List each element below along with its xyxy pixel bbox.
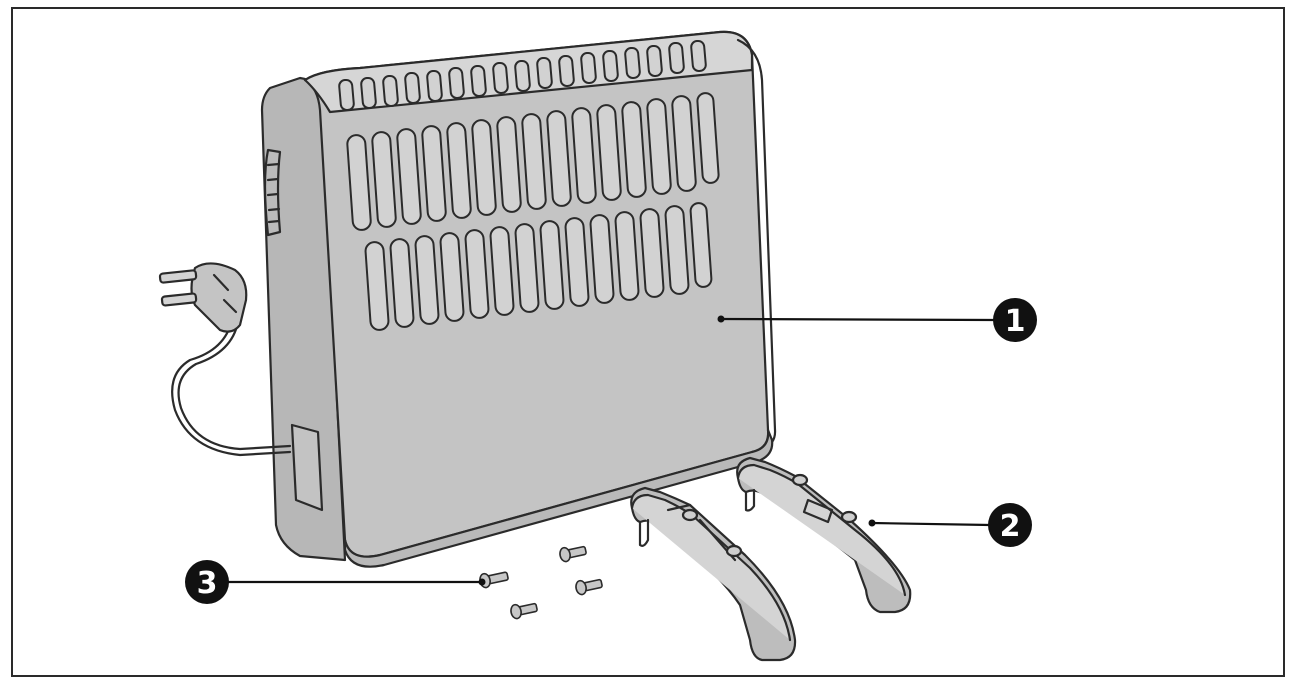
callout-label: 2 [1000, 509, 1021, 544]
callout-2: 2 [868, 503, 1032, 547]
diagram-frame [11, 7, 1285, 677]
callout-label: 3 [197, 566, 218, 601]
leader-line [720, 317, 996, 322]
foot-left [630, 486, 797, 662]
callout-label: 1 [1005, 304, 1026, 339]
callout-badge [185, 560, 229, 604]
lower-grille [364, 202, 713, 331]
screw [559, 545, 587, 563]
screw [510, 602, 538, 620]
foot-right [736, 456, 912, 614]
screws-icon [479, 545, 603, 620]
callout-badge [993, 298, 1037, 342]
feet-icon [630, 456, 912, 662]
heater-body-icon [260, 30, 777, 568]
top-grille [338, 39, 707, 111]
plug-icon [158, 262, 292, 457]
upper-grille [346, 92, 720, 231]
leader-line [871, 521, 991, 527]
screw [575, 578, 603, 596]
callout-badge [988, 503, 1032, 547]
leader-dot [478, 578, 486, 586]
callout-1: 1 [717, 298, 1037, 342]
callout-3: 3 [185, 560, 486, 604]
